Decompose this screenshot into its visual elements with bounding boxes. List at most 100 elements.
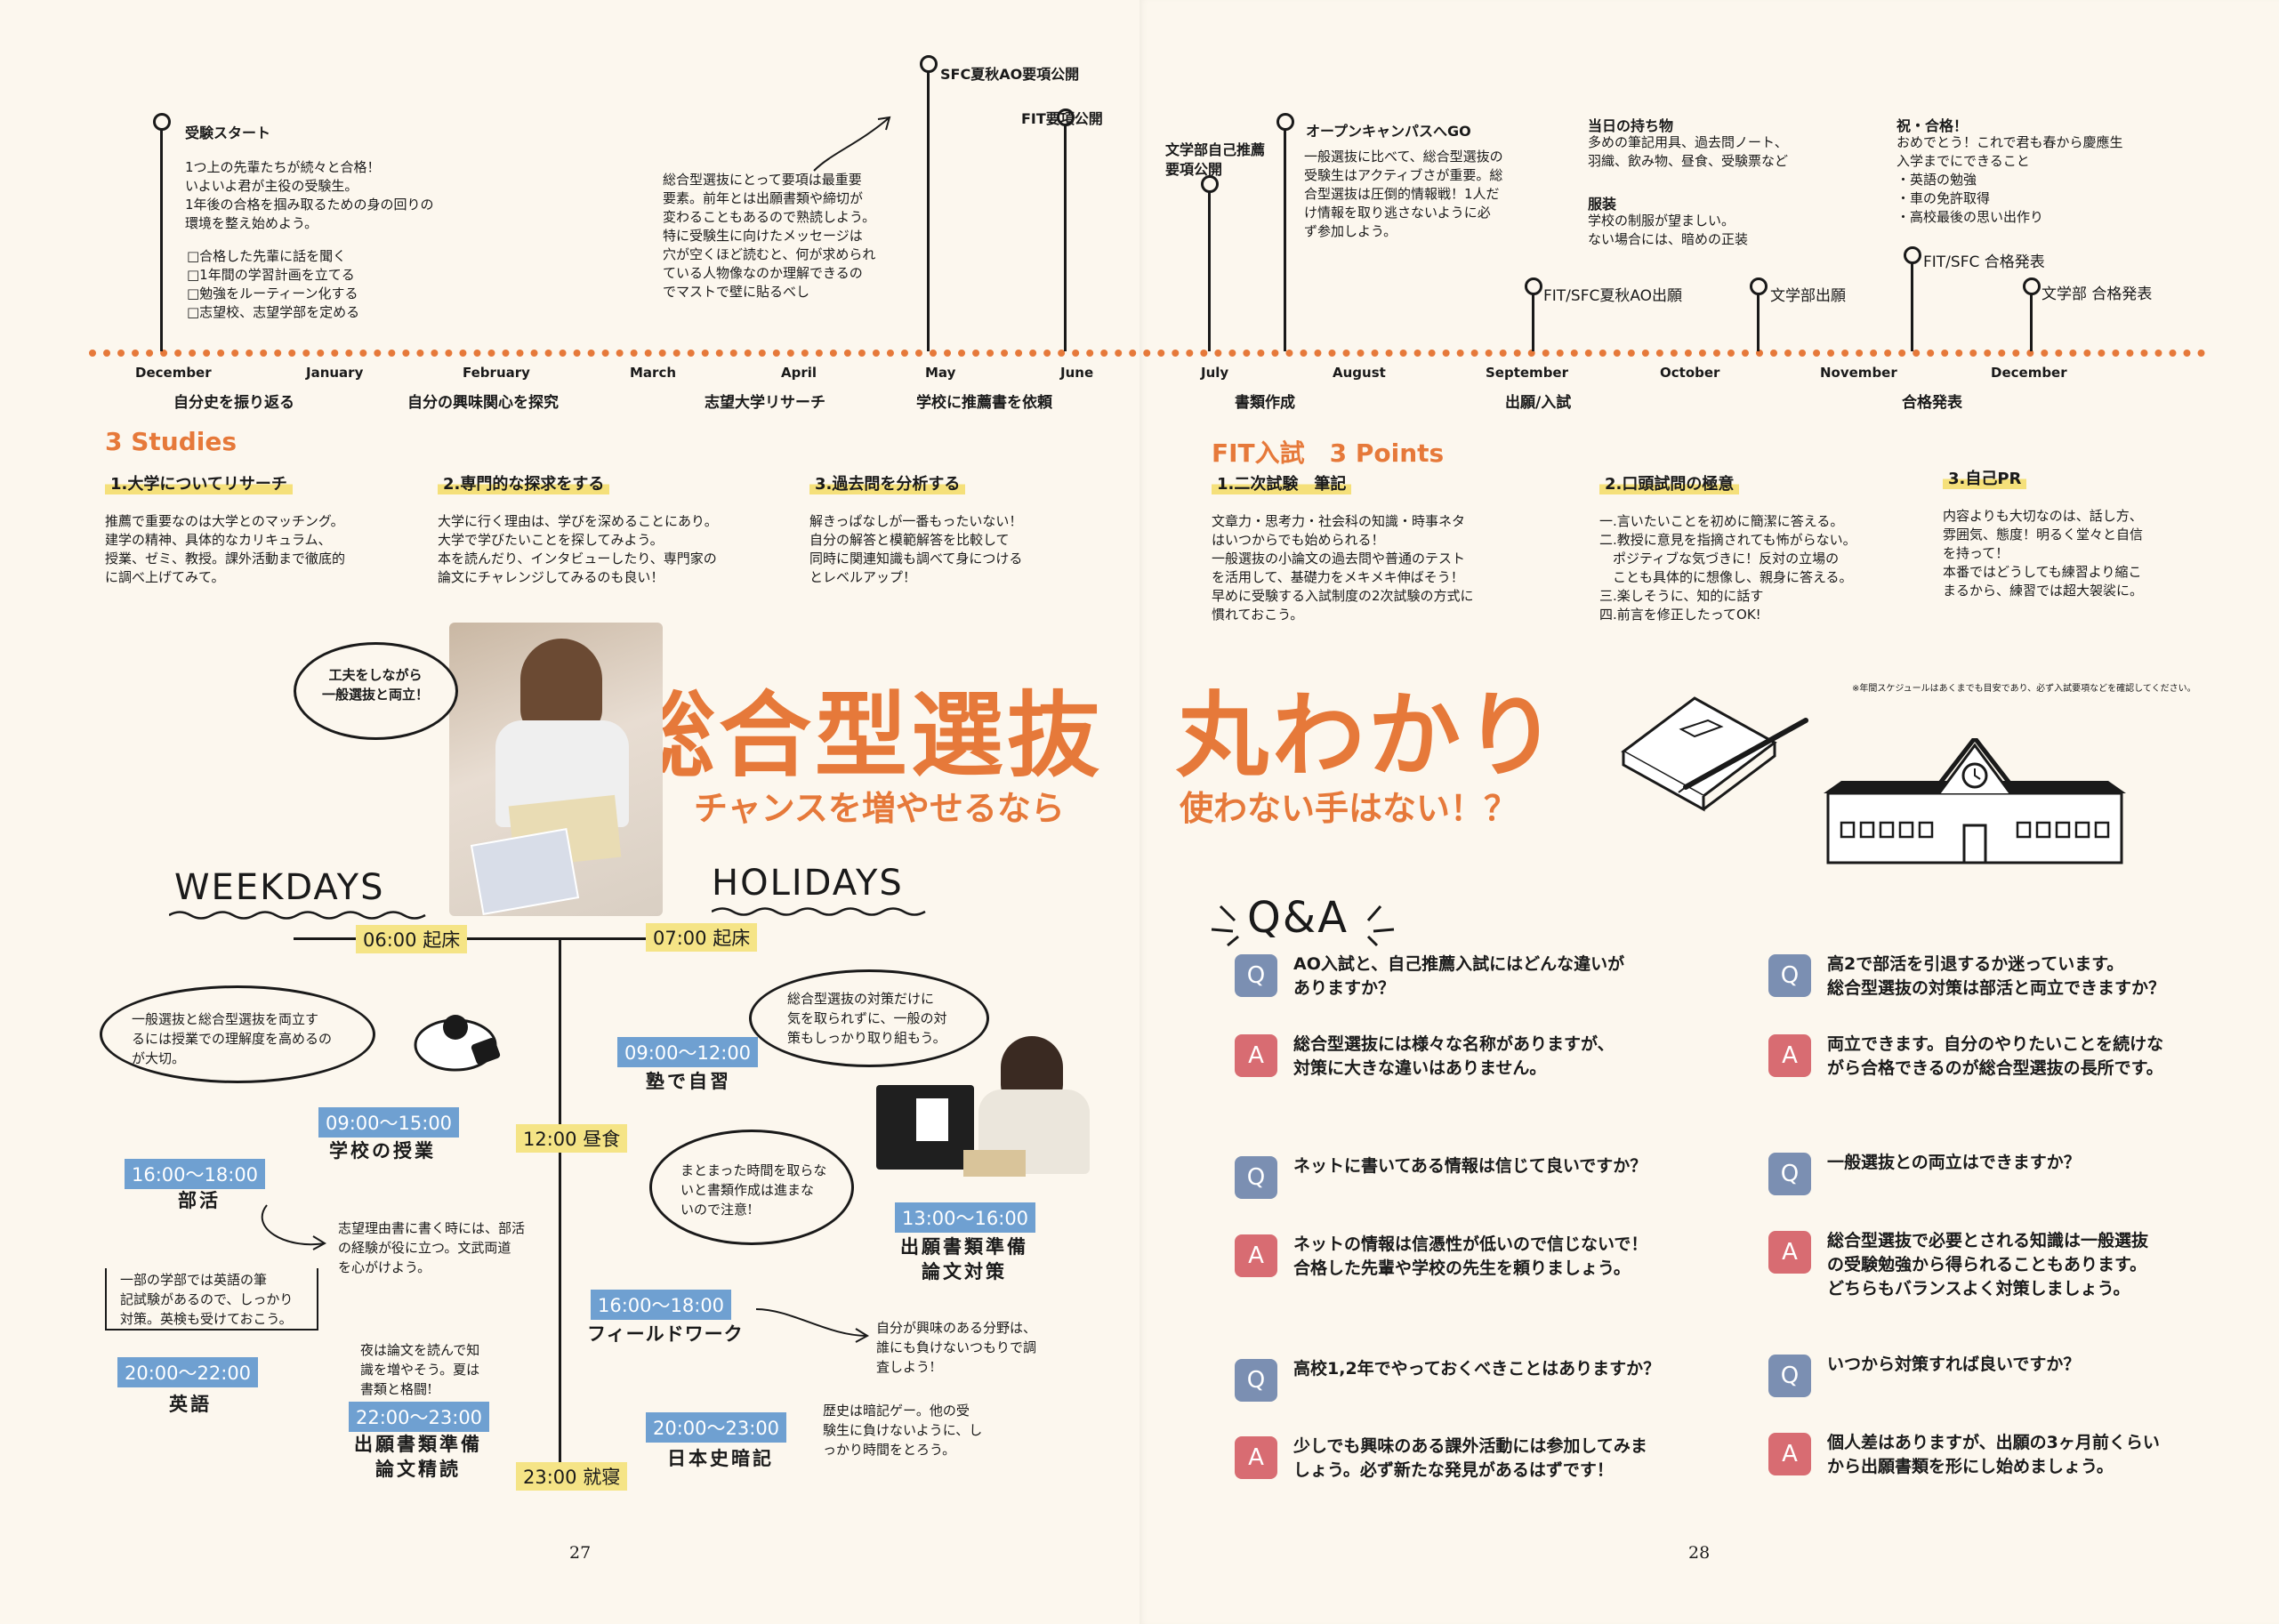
holidays-underline (712, 907, 926, 916)
holiday-time-1: 09:00〜12:00 (617, 1037, 759, 1067)
study-1-body: 推薦で重要なのは大学とのマッチング。建学の精神、具体的なカリキュラム、授業、ゼミ… (105, 512, 345, 587)
question-badge: Q (1768, 1153, 1811, 1195)
text-line: け情報を取り逃さないように必 (1304, 205, 1491, 221)
club-note: 志望理由書に書く時には、部活 の経験が役に立つ。文武両道 を心がけよう。 (338, 1220, 526, 1275)
answer-text: 少しでも興味のある課外活動には参加してみま しょう。必ず新たな発見があるはずです… (1293, 1436, 1647, 1480)
timeline-phase: 自分の興味関心を探究 (407, 394, 559, 412)
juku-note-bubble (749, 969, 989, 1067)
weekday-act-1: 学校の授業 (329, 1140, 436, 1162)
question-text: いつから対策すれば良いですか？ (1827, 1355, 2081, 1374)
text-line: 変わることもあるので熟読しよう。 (663, 209, 876, 225)
text-line: ず参加しよう。 (1304, 223, 1397, 239)
hero-sub-b: 使わない手はない！？ (1180, 789, 1518, 828)
qa-title: Q&A (1247, 893, 1349, 943)
text-line: 入学までにできること (1896, 153, 2030, 169)
history-note: 歴史は暗記ゲー。他の受 験生に負けないように、し っかり時間をとろう。 (823, 1403, 983, 1458)
point-1-head: 1.二次試験 筆記 (1212, 471, 1352, 494)
class-note-bubble (100, 985, 375, 1083)
text-line: □志望校、志望学部を定める (187, 304, 360, 320)
dress-title: 服装 (1588, 196, 1617, 213)
timeline-month: June (1060, 365, 1094, 381)
timeline-phase: 書類作成 (1235, 394, 1295, 412)
question-badge: Q (1235, 1156, 1277, 1199)
page-number-left: 27 (569, 1543, 592, 1563)
timeline-marker-bun-pass (2023, 277, 2041, 351)
answer-badge: A (1768, 1231, 1811, 1274)
weekday-time-2: 16:00〜18:00 (125, 1159, 266, 1189)
question-badge: Q (1235, 954, 1277, 997)
docs-note-bubble (649, 1130, 854, 1245)
studies-title: 3 Studies (105, 427, 238, 456)
text-line: 受験生はアクティブさが重要。総 (1304, 167, 1503, 183)
start-checklist: □合格した先輩に話を聞く□1年間の学習計画を立てる□勉強をルーティーン化する□志… (187, 247, 359, 322)
text-line: とレベルアップ！ (809, 569, 917, 585)
student-computer-photo (876, 1036, 1099, 1196)
question-text: 高2で部活を引退するか迷っています。 総合型選抜の対策は部活と両立できますか？ (1827, 954, 2166, 998)
text-line: 内容よりも大切なのは、話し方、 (1943, 508, 2143, 524)
study-2-head: 2.専門的な探求をする (438, 471, 610, 494)
lunch: 12:00 昼食 (516, 1124, 628, 1153)
disclaimer: ※年間スケジュールはあくまでも目安であり、必ず入試要項などを確認してください。 (1852, 684, 2196, 694)
bun-youkou-label: 文学部自己推薦 要項公開 (1165, 141, 1266, 178)
items-description: 多めの筆記用具、過去問ノート、羽織、飲み物、昼食、受験票など (1588, 133, 1788, 171)
timeline-phase: 学校に推薦書を依頼 (916, 394, 1052, 412)
timeline-marker-fit-sfc-pass (1904, 246, 1921, 351)
fried-egg-icon (414, 1015, 501, 1072)
study-3-head: 3.過去問を分析する (809, 471, 966, 494)
photo-bubble-text: 工夫をしながら 一般選抜と両立！ (322, 667, 430, 703)
text-line: 総合型選抜にとって要項は最重要 (663, 172, 862, 188)
timeline-phase: 出願/入試 (1505, 394, 1572, 412)
text-line: 授業、ゼミ、教授。課外活動まで徹底的 (105, 551, 346, 567)
text-line: 解きっぱなしが一番もったいない！ (809, 513, 1023, 529)
text-line: 学校の制服が望ましい。 (1588, 213, 1735, 229)
text-line: 慣れておこう。 (1212, 607, 1304, 623)
weekday-act-2: 部活 (178, 1190, 221, 1211)
pass-title: 祝・合格！ (1896, 117, 1969, 134)
answer-badge: A (1235, 1234, 1277, 1277)
timeline-month: December (135, 365, 212, 381)
text-line: おめでとう！これで君も春から慶應生 (1896, 134, 2123, 150)
timeline-marker-fit-youkou (1057, 109, 1075, 351)
text-line: 本番ではどうしても練習より縮こ (1943, 564, 2142, 580)
text-line: 1つ上の先輩たちが続々と合格！ (185, 159, 381, 175)
timeline-month: November (1820, 365, 1897, 381)
answer-text: 両立できます。自分のやりたいことを続けな がら合格できるのが総合型選抜の長所です… (1827, 1034, 2164, 1078)
text-line: 論文にチャレンジしてみるのも良い！ (438, 569, 664, 585)
english-note-bracket (105, 1268, 318, 1331)
youkou-note: 総合型選抜にとって要項は最重要要素。前年とは出願書類や締切が変わることもあるので… (663, 171, 875, 301)
sfc-youkou-label: SFC夏秋AO要項公開 (940, 66, 1080, 83)
question-text: 一般選抜との両立はできますか？ (1827, 1153, 2081, 1172)
timeline-marker-bun-youkou (1201, 175, 1219, 351)
timeline-month: July (1201, 365, 1229, 381)
weekday-time-3: 20:00〜22:00 (117, 1357, 259, 1387)
text-line: □合格した先輩に話を聞く (187, 248, 347, 264)
hero-sub-a: チャンスを増やせるなら (694, 789, 1065, 828)
docs-note: まとまった時間を取らな いと書類作成は進まな いので注意! (680, 1162, 827, 1218)
text-line: 早めに受験する入試制度の2次試験の方式に (1212, 588, 1474, 604)
text-line: を活用して、基礎力をメキメキ伸ばそう！ (1212, 569, 1464, 585)
timeline-month: January (306, 365, 364, 381)
answer-text: ネットの情報は信憑性が低いので信じないで！ 合格した先輩や学校の先生を頼りましょ… (1293, 1234, 1648, 1278)
text-line: 合型選抜は圧倒的情報戦！1人だ (1304, 186, 1500, 202)
text-line: まるから、練習では超大袈裟に。 (1943, 583, 2144, 599)
timeline-month: March (630, 365, 677, 381)
text-line: 特に受験生に向けたメッセージは (663, 228, 863, 244)
text-line: 多めの筆記用具、過去問ノート、 (1588, 134, 1788, 150)
sleep: 23:00 就寝 (516, 1462, 628, 1491)
timeline-month: April (781, 365, 817, 381)
holiday-time-3: 16:00〜18:00 (591, 1290, 732, 1320)
page-number-right: 28 (1688, 1543, 1711, 1563)
text-line: 三.楽しそうに、知的に話す (1599, 588, 1764, 604)
schedule-axis-vertical (559, 937, 561, 1471)
timeline-phase: 自分史を振り返る (173, 394, 294, 412)
oc-description: 一般選抜に比べて、総合型選抜の受験生はアクティブさが重要。総合型選抜は圧倒的情報… (1304, 148, 1503, 241)
bun-apply-label: 文学部出願 (1770, 287, 1846, 305)
text-line: □勉強をルーティーン化する (187, 285, 358, 301)
field-note: 自分が興味のある分野は、 誰にも負けないつもりで調 査しよう! (876, 1320, 1037, 1375)
text-line: 推薦で重要なのは大学とのマッチング。 (105, 513, 344, 529)
text-line: 羽織、飲み物、昼食、受験票など (1588, 153, 1789, 169)
weekdays-heading: WEEKDAYS (174, 867, 385, 908)
holiday-act-2: 出願書類準備 論文対策 (900, 1236, 1028, 1282)
text-line: 二.教授に意見を指摘されても怖がらない。 (1599, 532, 1856, 548)
answer-badge: A (1235, 1436, 1277, 1479)
